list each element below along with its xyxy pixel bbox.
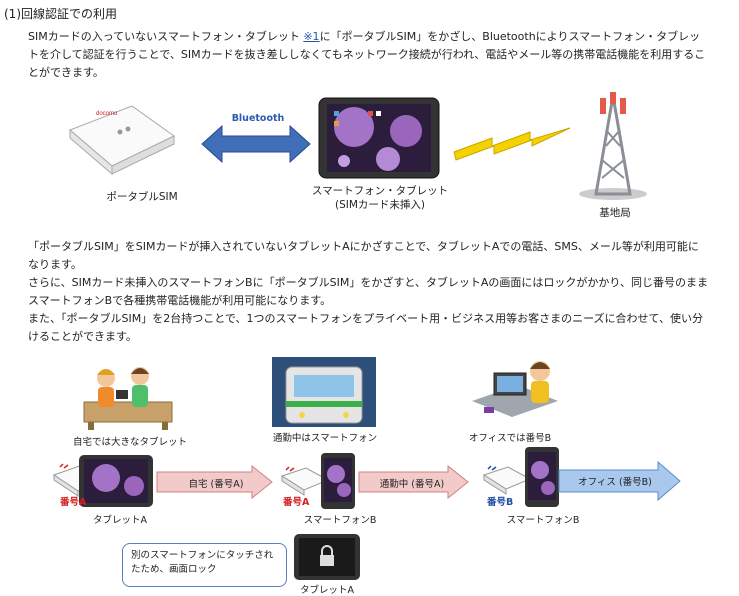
intro-paragraph: SIMカードの入っていないスマートフォン・タブレット ※1に「ポータブルSIM」… xyxy=(28,28,708,82)
portable-sim-caption: ポータブルSIM xyxy=(106,191,178,203)
tablet-a-caption: タブレットA xyxy=(93,515,147,526)
arrow-office-label: オフィス (番号B) xyxy=(578,477,652,488)
section-heading: (1)回線認証での利用 xyxy=(4,7,117,21)
commute-train-illustration xyxy=(272,357,376,427)
lock-icon xyxy=(320,545,334,566)
arrow-office xyxy=(558,461,681,501)
bluetooth-arrow xyxy=(201,124,311,164)
phone-caption-line2: (SIMカード未挿入) xyxy=(334,199,425,211)
commute-caption: 通勤中はスマートフォン xyxy=(272,433,378,444)
base-station-tower-icon xyxy=(579,92,647,200)
body-paragraphs: 「ポータブルSIM」をSIMカードが挿入されていないタブレットAにかざすことで、… xyxy=(28,238,708,346)
phone-caption-line1: スマートフォン・タブレット xyxy=(311,185,449,197)
screen-lock-note: 別のスマートフォンにタッチされたため、画面ロック xyxy=(122,543,287,587)
arrow-home xyxy=(156,465,273,499)
office-scene-illustration xyxy=(472,361,558,417)
portable-sim-device: docomo xyxy=(69,105,175,176)
smartphone-b-1 xyxy=(321,453,355,509)
locked-tablet-caption: タブレットA xyxy=(300,585,354,596)
home-caption: 自宅では大きなタブレット xyxy=(72,437,187,448)
number-b-label: 番号B xyxy=(487,497,514,508)
base-station-caption: 基地局 xyxy=(599,207,631,219)
body-p1: 「ポータブルSIM」をSIMカードが挿入されていないタブレットAにかざすことで、… xyxy=(28,240,699,271)
phone-b-caption-2: スマートフォンB xyxy=(506,515,580,526)
body-p3: また、「ポータブルSIM」を2台持つことで、1つのスマートフォンをプライベート用… xyxy=(28,312,704,343)
footnote-link[interactable]: ※1 xyxy=(303,30,320,43)
number-a-label-2: 番号A xyxy=(283,497,310,508)
intro-text-2: に「ポータブルSIM」をかざし、Bluetoothによりスマートフォン・タブレッ… xyxy=(28,30,706,79)
arrow-commute xyxy=(358,465,469,499)
body-p2: さらに、SIMカード未挿入のスマートフォンBに「ポータブルSIM」をかざすと、タ… xyxy=(28,276,708,307)
tablet-a xyxy=(79,455,153,507)
home-scene-illustration xyxy=(83,367,173,430)
number-a-label-1: 番号A xyxy=(60,497,87,508)
arrow-commute-label: 通勤中 (番号A) xyxy=(379,479,445,490)
phone-b-caption-1: スマートフォンB xyxy=(303,515,377,526)
intro-text-1: SIMカードの入っていないスマートフォン・タブレット xyxy=(28,30,300,43)
docomo-logo: docomo xyxy=(96,111,118,117)
tablet-with-screen xyxy=(318,97,440,179)
radio-signal-icon xyxy=(453,127,571,161)
arrow-home-label: 自宅 (番号A) xyxy=(188,479,244,490)
office-caption: オフィスでは番号B xyxy=(468,433,552,444)
smartphone-b-2 xyxy=(525,447,559,507)
bluetooth-label: Bluetooth xyxy=(231,113,285,124)
locked-tablet-a xyxy=(294,534,360,580)
